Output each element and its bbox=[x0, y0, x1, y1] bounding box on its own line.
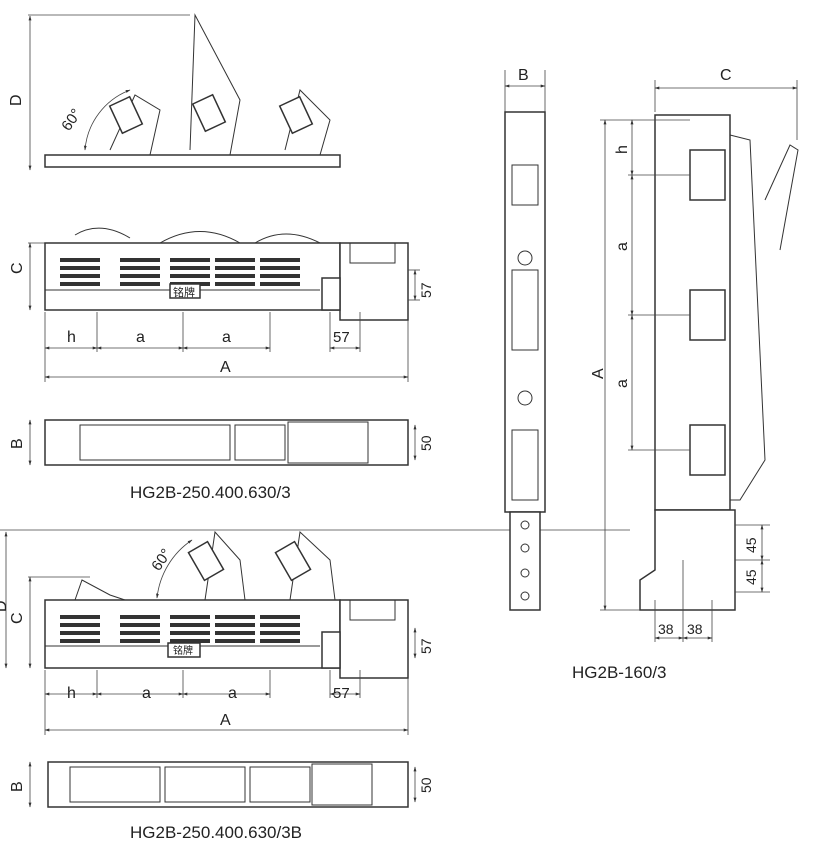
dim-38-label: 38 bbox=[658, 621, 674, 637]
figure-hg2b-160-front-view: B bbox=[504, 67, 546, 611]
dim-a-label: a bbox=[136, 329, 145, 346]
dim-b-label: B bbox=[9, 438, 26, 449]
dim-57-horizontal: 57 bbox=[333, 685, 350, 702]
dim-50-label: 50 bbox=[418, 435, 434, 451]
dim-c-label: C bbox=[720, 67, 732, 84]
dim-57-vertical: 57 bbox=[418, 282, 434, 298]
figure-switch-3b-front-view: D C 60° 铭牌 57 h a a 57 A bbox=[0, 529, 630, 735]
figure-hg2b-160-side-view: C A h a a 45 45 38 38 HG2B-160/3 bbox=[572, 67, 799, 682]
dim-a-label: a bbox=[614, 242, 631, 251]
figure-plan-view-3: B 50 HG2B-250.400.630/3 bbox=[9, 419, 434, 502]
dim-b-label: B bbox=[518, 67, 529, 84]
angle-label: 60° bbox=[58, 106, 85, 134]
dim-a-total-label: A bbox=[590, 368, 607, 379]
dim-45-label: 45 bbox=[743, 569, 759, 585]
dim-b-label: B bbox=[9, 781, 26, 792]
figure-plan-view-3b: B 50 HG2B-250.400.630/3B bbox=[9, 761, 434, 842]
dim-a-total-label: A bbox=[220, 359, 231, 376]
dim-d-label: D bbox=[0, 600, 10, 612]
figure-caption: HG2B-250.400.630/3B bbox=[130, 823, 302, 842]
dim-a-total-label: A bbox=[220, 712, 231, 729]
dim-57-horizontal: 57 bbox=[333, 329, 350, 346]
dim-a-label: a bbox=[228, 685, 237, 702]
dim-45-label: 45 bbox=[743, 537, 759, 553]
dim-c-label: C bbox=[9, 262, 26, 274]
dim-d-label: D bbox=[8, 94, 25, 106]
dim-38-label: 38 bbox=[687, 621, 703, 637]
dim-h-label: h bbox=[614, 145, 631, 154]
dim-a-label: a bbox=[614, 379, 631, 388]
dim-50-label: 50 bbox=[418, 777, 434, 793]
angle-label: 60° bbox=[148, 546, 175, 574]
figure-switch-open-side-view: D 60° bbox=[8, 13, 341, 171]
figure-caption: HG2B-250.400.630/3 bbox=[130, 483, 291, 502]
dim-a-label: a bbox=[142, 685, 151, 702]
dim-a-label: a bbox=[222, 329, 231, 346]
dim-57-vertical: 57 bbox=[418, 638, 434, 654]
nameplate-label: 铭牌 bbox=[173, 285, 195, 299]
dim-h-label: h bbox=[67, 329, 76, 346]
nameplate-label: 铭牌 bbox=[173, 644, 193, 657]
dim-h-label: h bbox=[67, 685, 76, 702]
figure-switch-closed-front-view: C 铭牌 57 h a a 57 A bbox=[9, 227, 434, 382]
dim-c-label: C bbox=[9, 612, 26, 624]
figure-caption: HG2B-160/3 bbox=[572, 663, 667, 682]
